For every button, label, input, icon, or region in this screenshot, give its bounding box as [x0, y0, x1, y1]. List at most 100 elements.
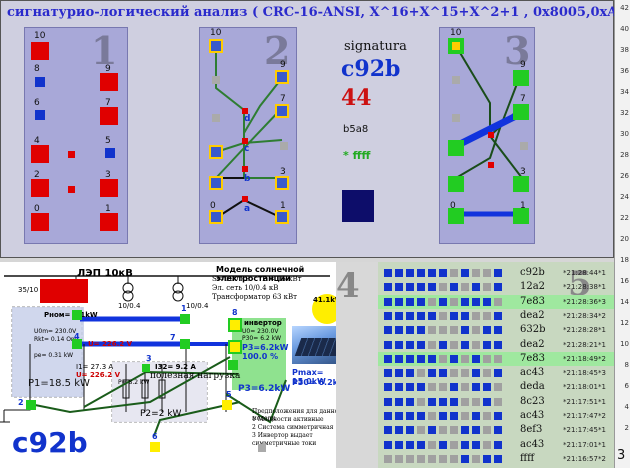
- pin-0[interactable]: [31, 213, 49, 231]
- bit-cell: [417, 426, 425, 435]
- pin-6[interactable]: [35, 110, 45, 120]
- node-5[interactable]: [222, 400, 232, 410]
- pin-label: 0: [450, 201, 456, 211]
- pin-8[interactable]: [35, 77, 45, 87]
- bit-cell: [428, 440, 436, 449]
- gate-label-d: d: [244, 114, 251, 124]
- bit-cell: [494, 297, 502, 306]
- log-row[interactable]: dea2*21:28:34*2: [378, 309, 614, 323]
- gate-node: [68, 186, 75, 193]
- line-label: ЛЭП 10кВ: [77, 268, 133, 279]
- pin-5[interactable]: [105, 148, 115, 158]
- pin-5[interactable]: [280, 142, 288, 150]
- pin-8[interactable]: [212, 76, 220, 84]
- load-title: полезная нагрузка: [150, 371, 241, 381]
- pin-2[interactable]: [31, 179, 49, 197]
- pin-7[interactable]: [275, 104, 289, 118]
- pin-9[interactable]: [275, 70, 289, 84]
- note-2: 2 Система симметричная: [252, 424, 334, 431]
- node-8[interactable]: [228, 318, 242, 332]
- log-hex: ac43: [520, 410, 545, 421]
- pin-1[interactable]: [513, 208, 529, 224]
- node-1[interactable]: [180, 314, 190, 324]
- node-2[interactable]: [26, 400, 36, 410]
- pin-6[interactable]: [212, 114, 220, 122]
- log-row[interactable]: 8ef3*21:17:45*1: [378, 423, 614, 437]
- pin-6[interactable]: [452, 114, 460, 122]
- pin-2[interactable]: [448, 176, 464, 192]
- log-row[interactable]: 7e83*21:18:49*2: [378, 351, 614, 366]
- pin-9[interactable]: [513, 70, 529, 86]
- pin-label: 7: [520, 94, 526, 104]
- bit-cell: [384, 440, 392, 449]
- log-row[interactable]: ac43*21:17:47*2: [378, 409, 614, 423]
- pin-10[interactable]: [31, 42, 49, 60]
- solar-station-model: ЛЭП 10кВ 35/10 10/0.4 10/0.4 Модель солн…: [0, 262, 356, 468]
- panel-number-5: 5: [568, 264, 592, 304]
- log-time: *21:16:57*2: [563, 454, 606, 463]
- log-time: *21:28:28*1: [563, 326, 606, 335]
- bit-cell: [395, 354, 403, 363]
- pin-3[interactable]: [100, 179, 118, 197]
- pin-1[interactable]: [100, 213, 118, 231]
- main-transformer[interactable]: [40, 279, 88, 303]
- pin-7[interactable]: [100, 107, 118, 125]
- node-6b[interactable]: [150, 442, 160, 452]
- log-row[interactable]: 12a2*21:28:38*1: [378, 280, 614, 294]
- bit-cell: [395, 454, 403, 463]
- node-3[interactable]: [142, 364, 150, 372]
- p1-label: P1=18.5 kW: [28, 378, 90, 389]
- p30-label: P30= 6.2kW: [292, 378, 347, 387]
- pin-5[interactable]: [520, 142, 528, 150]
- pin-4[interactable]: [209, 145, 223, 159]
- bit-cell: [384, 311, 392, 320]
- node-label-3: 3: [146, 354, 152, 363]
- log-time: *21:28:34*2: [563, 311, 606, 320]
- bit-cell: [406, 369, 414, 378]
- pin-10[interactable]: [448, 38, 464, 54]
- bit-cell: [494, 340, 502, 349]
- log-row[interactable]: 8c23*21:17:51*1: [378, 395, 614, 409]
- pin-8[interactable]: [452, 76, 460, 84]
- inverter-u: U0= 230.0V: [242, 328, 279, 335]
- bit-cell: [406, 412, 414, 420]
- log-row[interactable]: ac43*21:18:45*3: [378, 366, 614, 380]
- pin-2[interactable]: [209, 176, 223, 190]
- bit-cell: [417, 454, 425, 463]
- pin-4[interactable]: [31, 145, 49, 163]
- node-9[interactable]: [228, 340, 242, 354]
- log-row[interactable]: ac43*21:17:01*1: [378, 438, 614, 452]
- pin-0[interactable]: [209, 210, 223, 224]
- legend-square: [258, 444, 266, 452]
- bit-cell: [417, 283, 425, 292]
- log-row[interactable]: deda*21:18:01*1: [378, 380, 614, 394]
- bit-cell: [395, 369, 403, 378]
- log-row[interactable]: ffff*21:16:57*2: [378, 452, 614, 466]
- log-row[interactable]: c92b*21:28:44*1: [378, 266, 614, 280]
- bit-cell: [428, 297, 436, 306]
- log-hex: 7e83: [520, 295, 546, 307]
- pin-9[interactable]: [100, 73, 118, 91]
- log-row[interactable]: 7e83*21:28:36*3: [378, 294, 614, 309]
- log-row[interactable]: dea2*21:28:21*1: [378, 338, 614, 352]
- node-4[interactable]: [72, 339, 82, 349]
- bit-cell: [406, 326, 414, 335]
- pin-label: 3: [280, 167, 286, 177]
- bit-cell: [384, 383, 392, 392]
- log-time: *21:28:44*1: [563, 269, 606, 277]
- pin-0[interactable]: [448, 208, 464, 224]
- node-6[interactable]: [72, 310, 82, 320]
- note-3: 3 Инвертор выдает симметричные токи: [252, 432, 317, 447]
- log-time: *21:17:45*1: [563, 426, 606, 435]
- node-7[interactable]: [180, 339, 190, 349]
- pin-7[interactable]: [513, 104, 529, 120]
- pin-3[interactable]: [275, 176, 289, 190]
- pin-3[interactable]: [513, 176, 529, 192]
- pin-1[interactable]: [275, 210, 289, 224]
- pin-10[interactable]: [209, 39, 223, 53]
- panel-3-wires: [454, 45, 523, 217]
- model-s: S= 100 кВ: [212, 275, 250, 283]
- log-row[interactable]: 632b*21:28:28*1: [378, 323, 614, 337]
- pin-4[interactable]: [448, 140, 464, 156]
- node-0[interactable]: [228, 360, 238, 370]
